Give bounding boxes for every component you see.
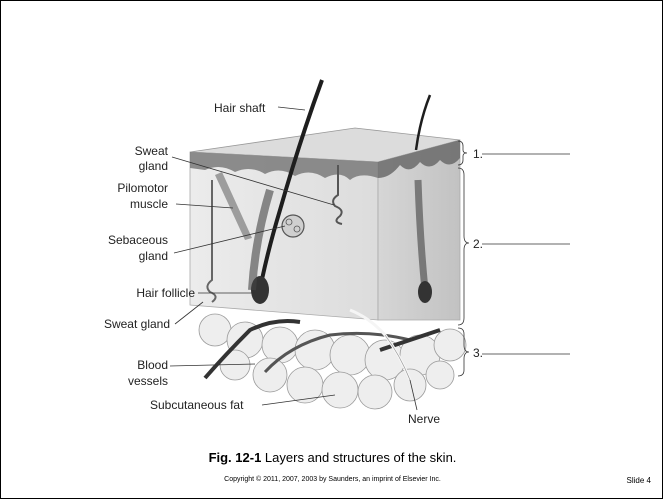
- label-sebaceous-1: Sebaceous: [95, 233, 168, 247]
- sebaceous-gland: [282, 215, 304, 237]
- label-layer-3: 3.: [473, 346, 483, 360]
- label-layer-2: 2.: [473, 237, 483, 251]
- label-sweat-gland-upper-2: gland: [110, 159, 168, 173]
- copyright-notice: Copyright © 2011, 2007, 2003 by Saunders…: [0, 476, 665, 483]
- figure-ref: Fig. 12-1: [209, 450, 262, 465]
- label-blood-2: vessels: [110, 374, 168, 388]
- label-nerve: Nerve: [408, 412, 440, 426]
- label-pilomotor-1: Pilomotor: [100, 181, 168, 195]
- label-sweat-gland-upper-1: Sweat: [110, 144, 168, 158]
- figure-caption-text: Layers and structures of the skin.: [261, 450, 456, 465]
- label-sweat-gland-lower: Sweat gland: [90, 317, 170, 331]
- subcutaneous-fat: [199, 314, 466, 409]
- label-layer-1: 1.: [473, 147, 483, 161]
- second-follicle-bulb: [418, 281, 432, 303]
- label-blood-1: Blood: [110, 358, 168, 372]
- label-hair-shaft: Hair shaft: [214, 101, 265, 115]
- figure-caption: Fig. 12-1 Layers and structures of the s…: [0, 450, 665, 465]
- slide-number: Slide 4: [627, 476, 651, 485]
- label-pilomotor-2: muscle: [100, 197, 168, 211]
- label-subcutaneous-fat: Subcutaneous fat: [150, 398, 243, 412]
- label-hair-follicle: Hair follicle: [100, 286, 195, 300]
- label-sebaceous-2: gland: [95, 249, 168, 263]
